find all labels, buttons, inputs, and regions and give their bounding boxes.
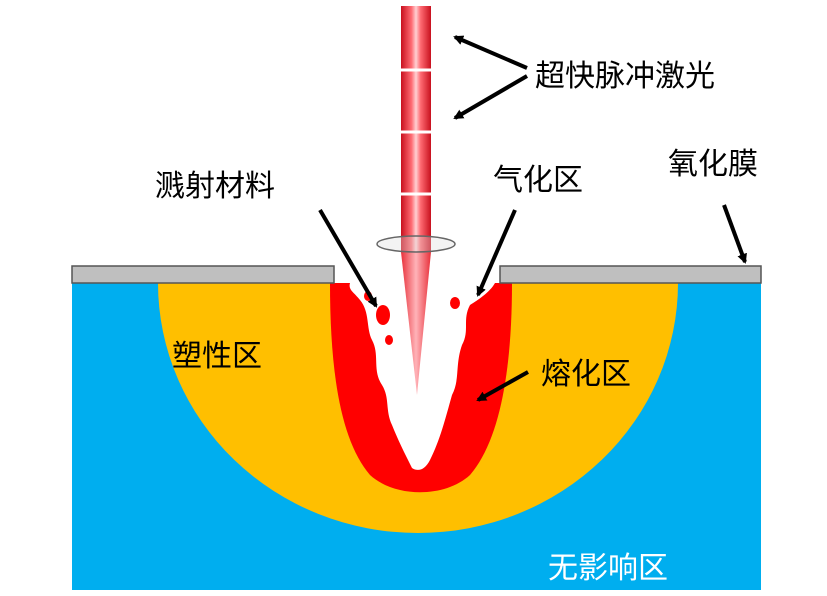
label-vaporization: 气化区 (493, 163, 583, 198)
oxide-film-left (71, 265, 335, 284)
melt-droplet (450, 297, 460, 309)
melting-arrow (476, 370, 529, 402)
melt-droplet (385, 335, 393, 345)
melt-droplet (376, 305, 390, 325)
vaporization-arrow (476, 209, 517, 297)
oxide-arrow (722, 204, 747, 264)
focal-ring (376, 235, 456, 253)
vaporization-zone (349, 283, 495, 470)
label-melting: 熔化区 (541, 357, 631, 392)
label-unaffected: 无影响区 (548, 551, 668, 586)
label-laser: 超快脉冲激光 (535, 59, 715, 94)
laser-arrow-upper (453, 35, 528, 70)
sputter-arrow (318, 208, 378, 308)
laser-arrow-lower (453, 74, 529, 120)
label-oxide: 氧化膜 (668, 147, 758, 182)
oxide-film-right (499, 265, 762, 284)
laser-focus-cone (401, 252, 431, 395)
label-sputter: 溅射材料 (155, 169, 275, 204)
laser-beam (401, 6, 431, 252)
label-plastic: 塑性区 (172, 339, 262, 374)
